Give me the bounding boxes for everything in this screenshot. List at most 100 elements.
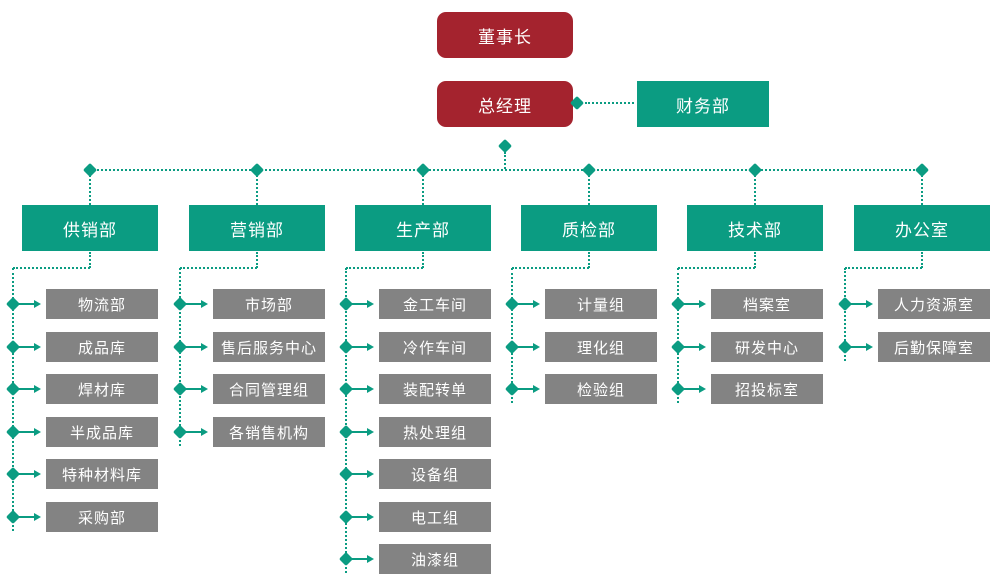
unit-box-label: 市场部 (244, 295, 293, 314)
department-box: 营销部 (189, 205, 325, 251)
unit-box-label: 采购部 (77, 508, 126, 527)
dept-elbow-stub-connector (256, 252, 258, 268)
dept-elbow-stub-connector (89, 252, 91, 268)
unit-arrow-icon (18, 385, 41, 393)
unit-box-label: 招投标室 (734, 380, 799, 399)
unit-arrow-icon (18, 343, 41, 351)
unit-box-label: 人力资源室 (893, 295, 974, 314)
rail-dept-connector (422, 171, 424, 205)
dept-elbow-stub-connector (921, 252, 923, 268)
department-box-label: 办公室 (895, 220, 949, 241)
unit-arrow-icon (850, 300, 873, 308)
unit-box: 半成品库 (46, 417, 158, 447)
unit-arrow-icon (185, 385, 208, 393)
unit-box: 设备组 (379, 459, 491, 489)
unit-box: 计量组 (545, 289, 657, 319)
unit-box: 招投标室 (711, 374, 823, 404)
unit-box-label: 合同管理组 (228, 380, 309, 399)
unit-box: 合同管理组 (213, 374, 325, 404)
unit-box-label: 研发中心 (734, 338, 799, 357)
unit-box: 各销售机构 (213, 417, 325, 447)
chairman-label: 董事长 (478, 27, 532, 48)
unit-box-label: 冷作车间 (402, 338, 467, 357)
department-box-label: 供销部 (63, 220, 117, 241)
unit-box-label: 成品库 (77, 338, 126, 357)
unit-box-label: 各销售机构 (228, 423, 309, 442)
unit-box-label: 档案室 (742, 295, 791, 314)
unit-box-label: 电工组 (410, 508, 459, 527)
dept-elbow-horizontal-connector (13, 267, 90, 269)
gm-finance-connector (585, 102, 634, 104)
column-rail-connector (844, 268, 846, 361)
unit-box-label: 计量组 (576, 295, 625, 314)
gm-rail-connector (504, 152, 506, 169)
unit-arrow-icon (683, 300, 706, 308)
unit-box: 市场部 (213, 289, 325, 319)
general-manager-label: 总经理 (478, 96, 532, 117)
unit-arrow-icon (185, 428, 208, 436)
unit-box: 金工车间 (379, 289, 491, 319)
unit-box: 档案室 (711, 289, 823, 319)
department-box-label: 生产部 (396, 220, 450, 241)
unit-box: 采购部 (46, 502, 158, 532)
unit-box-label: 金工车间 (402, 295, 467, 314)
column-rail-connector (345, 268, 347, 573)
unit-box: 热处理组 (379, 417, 491, 447)
unit-arrow-icon (683, 343, 706, 351)
dept-elbow-horizontal-connector (346, 267, 423, 269)
department-box: 供销部 (22, 205, 158, 251)
unit-arrow-icon (683, 385, 706, 393)
unit-arrow-icon (517, 343, 540, 351)
unit-box-label: 油漆组 (410, 550, 459, 569)
unit-box: 成品库 (46, 332, 158, 362)
column-rail-connector (12, 268, 14, 531)
unit-box-label: 物流部 (77, 295, 126, 314)
department-box: 办公室 (854, 205, 990, 251)
rail-dept-connector (89, 171, 91, 205)
unit-box: 理化组 (545, 332, 657, 362)
unit-box-label: 焊材库 (77, 380, 126, 399)
unit-arrow-icon (185, 300, 208, 308)
department-box: 质检部 (521, 205, 657, 251)
department-box: 技术部 (687, 205, 823, 251)
unit-arrow-icon (351, 428, 374, 436)
unit-arrow-icon (351, 470, 374, 478)
unit-box-label: 检验组 (576, 380, 625, 399)
unit-arrow-icon (18, 428, 41, 436)
dept-elbow-horizontal-connector (845, 267, 922, 269)
unit-arrow-icon (18, 300, 41, 308)
unit-box-label: 理化组 (576, 338, 625, 357)
dept-elbow-horizontal-connector (678, 267, 755, 269)
unit-arrow-icon (185, 343, 208, 351)
main-rail-connector (90, 169, 922, 171)
department-box: 生产部 (355, 205, 491, 251)
dept-elbow-horizontal-connector (512, 267, 589, 269)
chairman-box: 董事长 (437, 12, 573, 58)
general-manager-box: 总经理 (437, 81, 573, 127)
unit-box: 冷作车间 (379, 332, 491, 362)
column-rail-connector (677, 268, 679, 403)
dept-elbow-stub-connector (588, 252, 590, 268)
unit-arrow-icon (351, 385, 374, 393)
unit-box: 售后服务中心 (213, 332, 325, 362)
dept-elbow-stub-connector (422, 252, 424, 268)
unit-box-label: 设备组 (410, 465, 459, 484)
unit-arrow-icon (517, 300, 540, 308)
unit-arrow-icon (517, 385, 540, 393)
rail-dept-connector (588, 171, 590, 205)
column-rail-connector (179, 268, 181, 446)
department-box-label: 质检部 (562, 220, 616, 241)
unit-box: 物流部 (46, 289, 158, 319)
unit-box-label: 售后服务中心 (220, 338, 317, 357)
unit-box: 特种材料库 (46, 459, 158, 489)
unit-arrow-icon (850, 343, 873, 351)
unit-box-label: 装配转单 (402, 380, 467, 399)
dept-elbow-horizontal-connector (180, 267, 257, 269)
column-rail-connector (511, 268, 513, 403)
unit-arrow-icon (351, 343, 374, 351)
unit-box-label: 后勤保障室 (893, 338, 974, 357)
unit-box: 检验组 (545, 374, 657, 404)
unit-box-label: 热处理组 (402, 423, 467, 442)
unit-arrow-icon (351, 555, 374, 563)
